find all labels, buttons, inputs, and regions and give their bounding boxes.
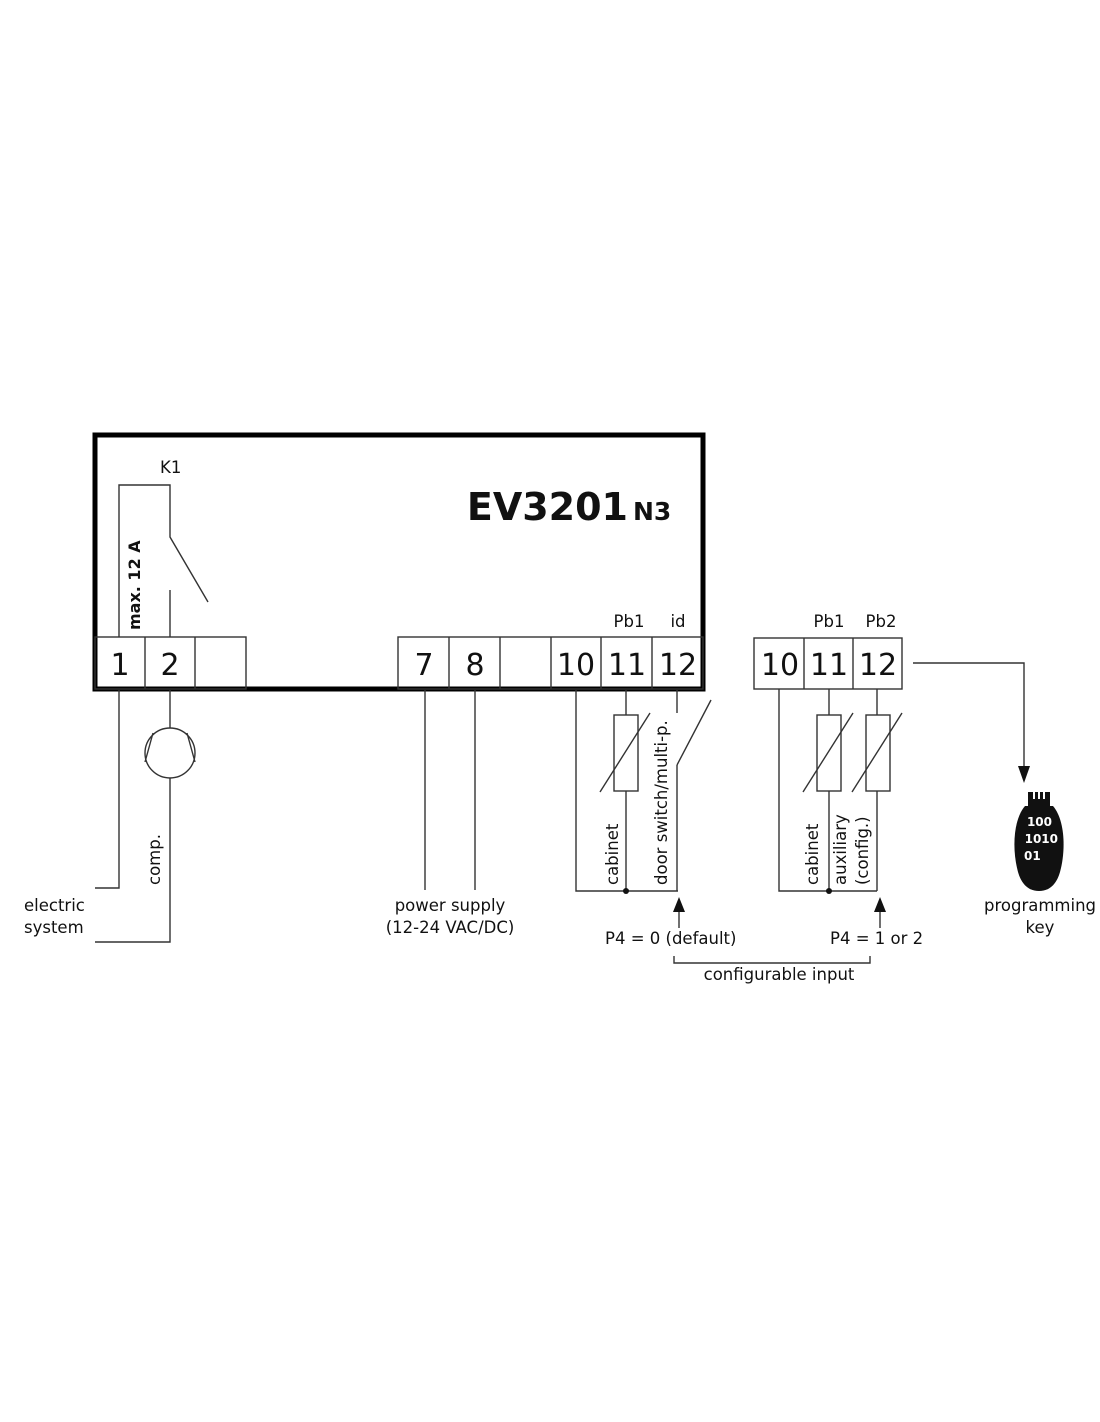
- key-bits-3: 01: [1024, 849, 1041, 863]
- door-switch-label: door switch/multi-p.: [652, 720, 671, 885]
- wire-key: [913, 662, 1025, 768]
- terminal-10: 10: [557, 648, 595, 683]
- bracket: [673, 956, 871, 964]
- cabinet-label-1: cabinet: [603, 823, 622, 885]
- electric-label-2: system: [24, 918, 84, 937]
- p4-alt-label: P4 = 1 or 2: [830, 929, 923, 948]
- alt-terminal-12: 12: [859, 648, 897, 683]
- terminal-1: 1: [110, 648, 129, 683]
- model-suffix: N3: [633, 497, 671, 526]
- alt-terminal-10: 10: [761, 648, 799, 683]
- electric-label-1: electric: [24, 896, 85, 915]
- key-bits-1: 100: [1027, 815, 1052, 829]
- terminal-block-main: [94, 636, 704, 690]
- junction-dot: [826, 888, 832, 894]
- arrow-up-icon: [874, 897, 886, 928]
- alt-label-pb1: Pb1: [814, 612, 845, 631]
- relay-rating: max. 12 A: [125, 540, 144, 630]
- arrow-up-icon: [673, 897, 685, 928]
- terminal-8: 8: [465, 648, 484, 683]
- auxiliary-label: auxiliary: [831, 814, 850, 885]
- wire-compressor: [95, 778, 171, 943]
- key-bits-2: 1010: [1025, 832, 1058, 846]
- relay-label: K1: [160, 458, 181, 477]
- power-label-1: power supply: [395, 896, 506, 915]
- key-label-1: programming: [984, 896, 1096, 915]
- terminal-7: 7: [414, 648, 433, 683]
- probe-pb2-resistor-icon: [851, 712, 903, 793]
- relay-contact-icon: [118, 484, 209, 637]
- key-label-2: key: [1026, 918, 1055, 937]
- probe-resistor-icon: [599, 712, 651, 793]
- junction-dot: [623, 888, 629, 894]
- compressor-label: comp.: [145, 834, 164, 885]
- wire-terminal-10: [575, 690, 678, 892]
- terminal-12: 12: [659, 648, 697, 683]
- label-pb1: Pb1: [614, 612, 645, 631]
- model-name: EV3201: [467, 485, 628, 529]
- p4-default-label: P4 = 0 (default): [605, 929, 736, 948]
- cabinet-label-2: cabinet: [803, 823, 822, 885]
- power-label-2: (12-24 VAC/DC): [386, 918, 515, 937]
- arrow-down-icon: [1018, 766, 1030, 783]
- programming-key-icon: 100 1010 01: [1014, 792, 1064, 891]
- configurable-input-label: configurable input: [704, 965, 855, 984]
- alt-terminal-11: 11: [810, 648, 848, 683]
- label-id: id: [670, 612, 685, 631]
- door-switch-icon: [676, 690, 712, 891]
- alt-wire-10: [778, 689, 877, 892]
- terminal-block-alt: [753, 637, 903, 690]
- terminal-2: 2: [160, 648, 179, 683]
- wire-electric: [95, 690, 120, 889]
- probe-pb1-resistor-icon: [802, 712, 854, 793]
- compressor-icon: [144, 727, 196, 779]
- alt-label-pb2: Pb2: [866, 612, 897, 631]
- terminal-11: 11: [608, 648, 646, 683]
- config-label: (config.): [853, 816, 872, 885]
